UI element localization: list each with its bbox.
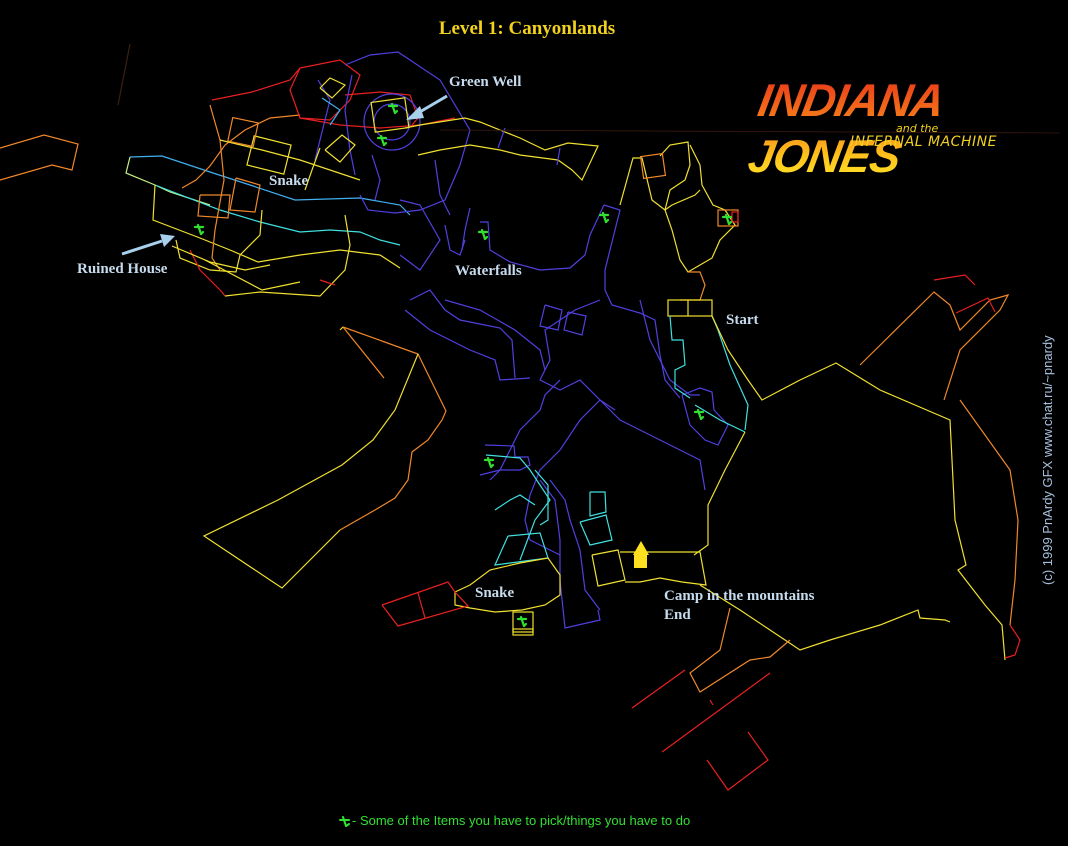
map-north-corridor xyxy=(404,117,1061,182)
logo-subtitle: INFERNAL MACHINE xyxy=(850,134,997,150)
label-green-well: Green Well xyxy=(449,74,522,90)
label-snake-north: Snake xyxy=(269,173,309,189)
label-end: End xyxy=(664,607,691,623)
legend: - Some of the Items you have to pick/thi… xyxy=(338,813,690,828)
green-well-arrow xyxy=(406,94,448,120)
item-marker-icon xyxy=(339,815,350,827)
game-logo: INDIANA JONES and the INFERNAL MACHINE xyxy=(744,72,1058,182)
map-west-fragment xyxy=(0,134,79,181)
label-snake-south: Snake xyxy=(475,585,515,601)
ruined-house-arrow xyxy=(121,234,175,256)
map-south-snake-camp xyxy=(381,454,707,636)
item-marker-icon xyxy=(516,615,528,628)
map-southeast-loop xyxy=(699,274,1021,661)
map-south-fragments xyxy=(631,607,791,791)
faint-line xyxy=(117,43,131,106)
label-camp: Camp in the mountains xyxy=(664,588,815,604)
legend-text: - Some of the Items you have to pick/thi… xyxy=(352,813,691,828)
item-marker-icon xyxy=(477,228,489,241)
map-green-well xyxy=(289,51,471,214)
copyright-credit: (c) 1999 PnArdy GFX www.chat.ru/~pnardy xyxy=(1040,335,1055,585)
item-marker-icon xyxy=(693,408,705,421)
item-marker-icon xyxy=(387,102,399,115)
label-waterfalls: Waterfalls xyxy=(455,263,522,279)
map-nw-ruins xyxy=(125,67,411,297)
map-waterfalls xyxy=(399,159,729,629)
map-southwest-valley xyxy=(202,326,447,589)
label-start: Start xyxy=(726,312,759,328)
item-marker-icon xyxy=(193,223,205,236)
item-marker-icon xyxy=(376,134,388,147)
page-title: Level 1: Canyonlands xyxy=(438,18,616,39)
label-ruined-house: Ruined House xyxy=(77,261,168,277)
item-markers xyxy=(193,102,733,628)
logo-and-the: and the xyxy=(896,122,939,135)
player-start-marker-icon xyxy=(633,541,649,568)
item-marker-icon xyxy=(721,213,733,226)
item-marker-icon xyxy=(483,456,495,469)
item-marker-icon xyxy=(598,211,610,224)
map-east-valley xyxy=(619,141,749,556)
